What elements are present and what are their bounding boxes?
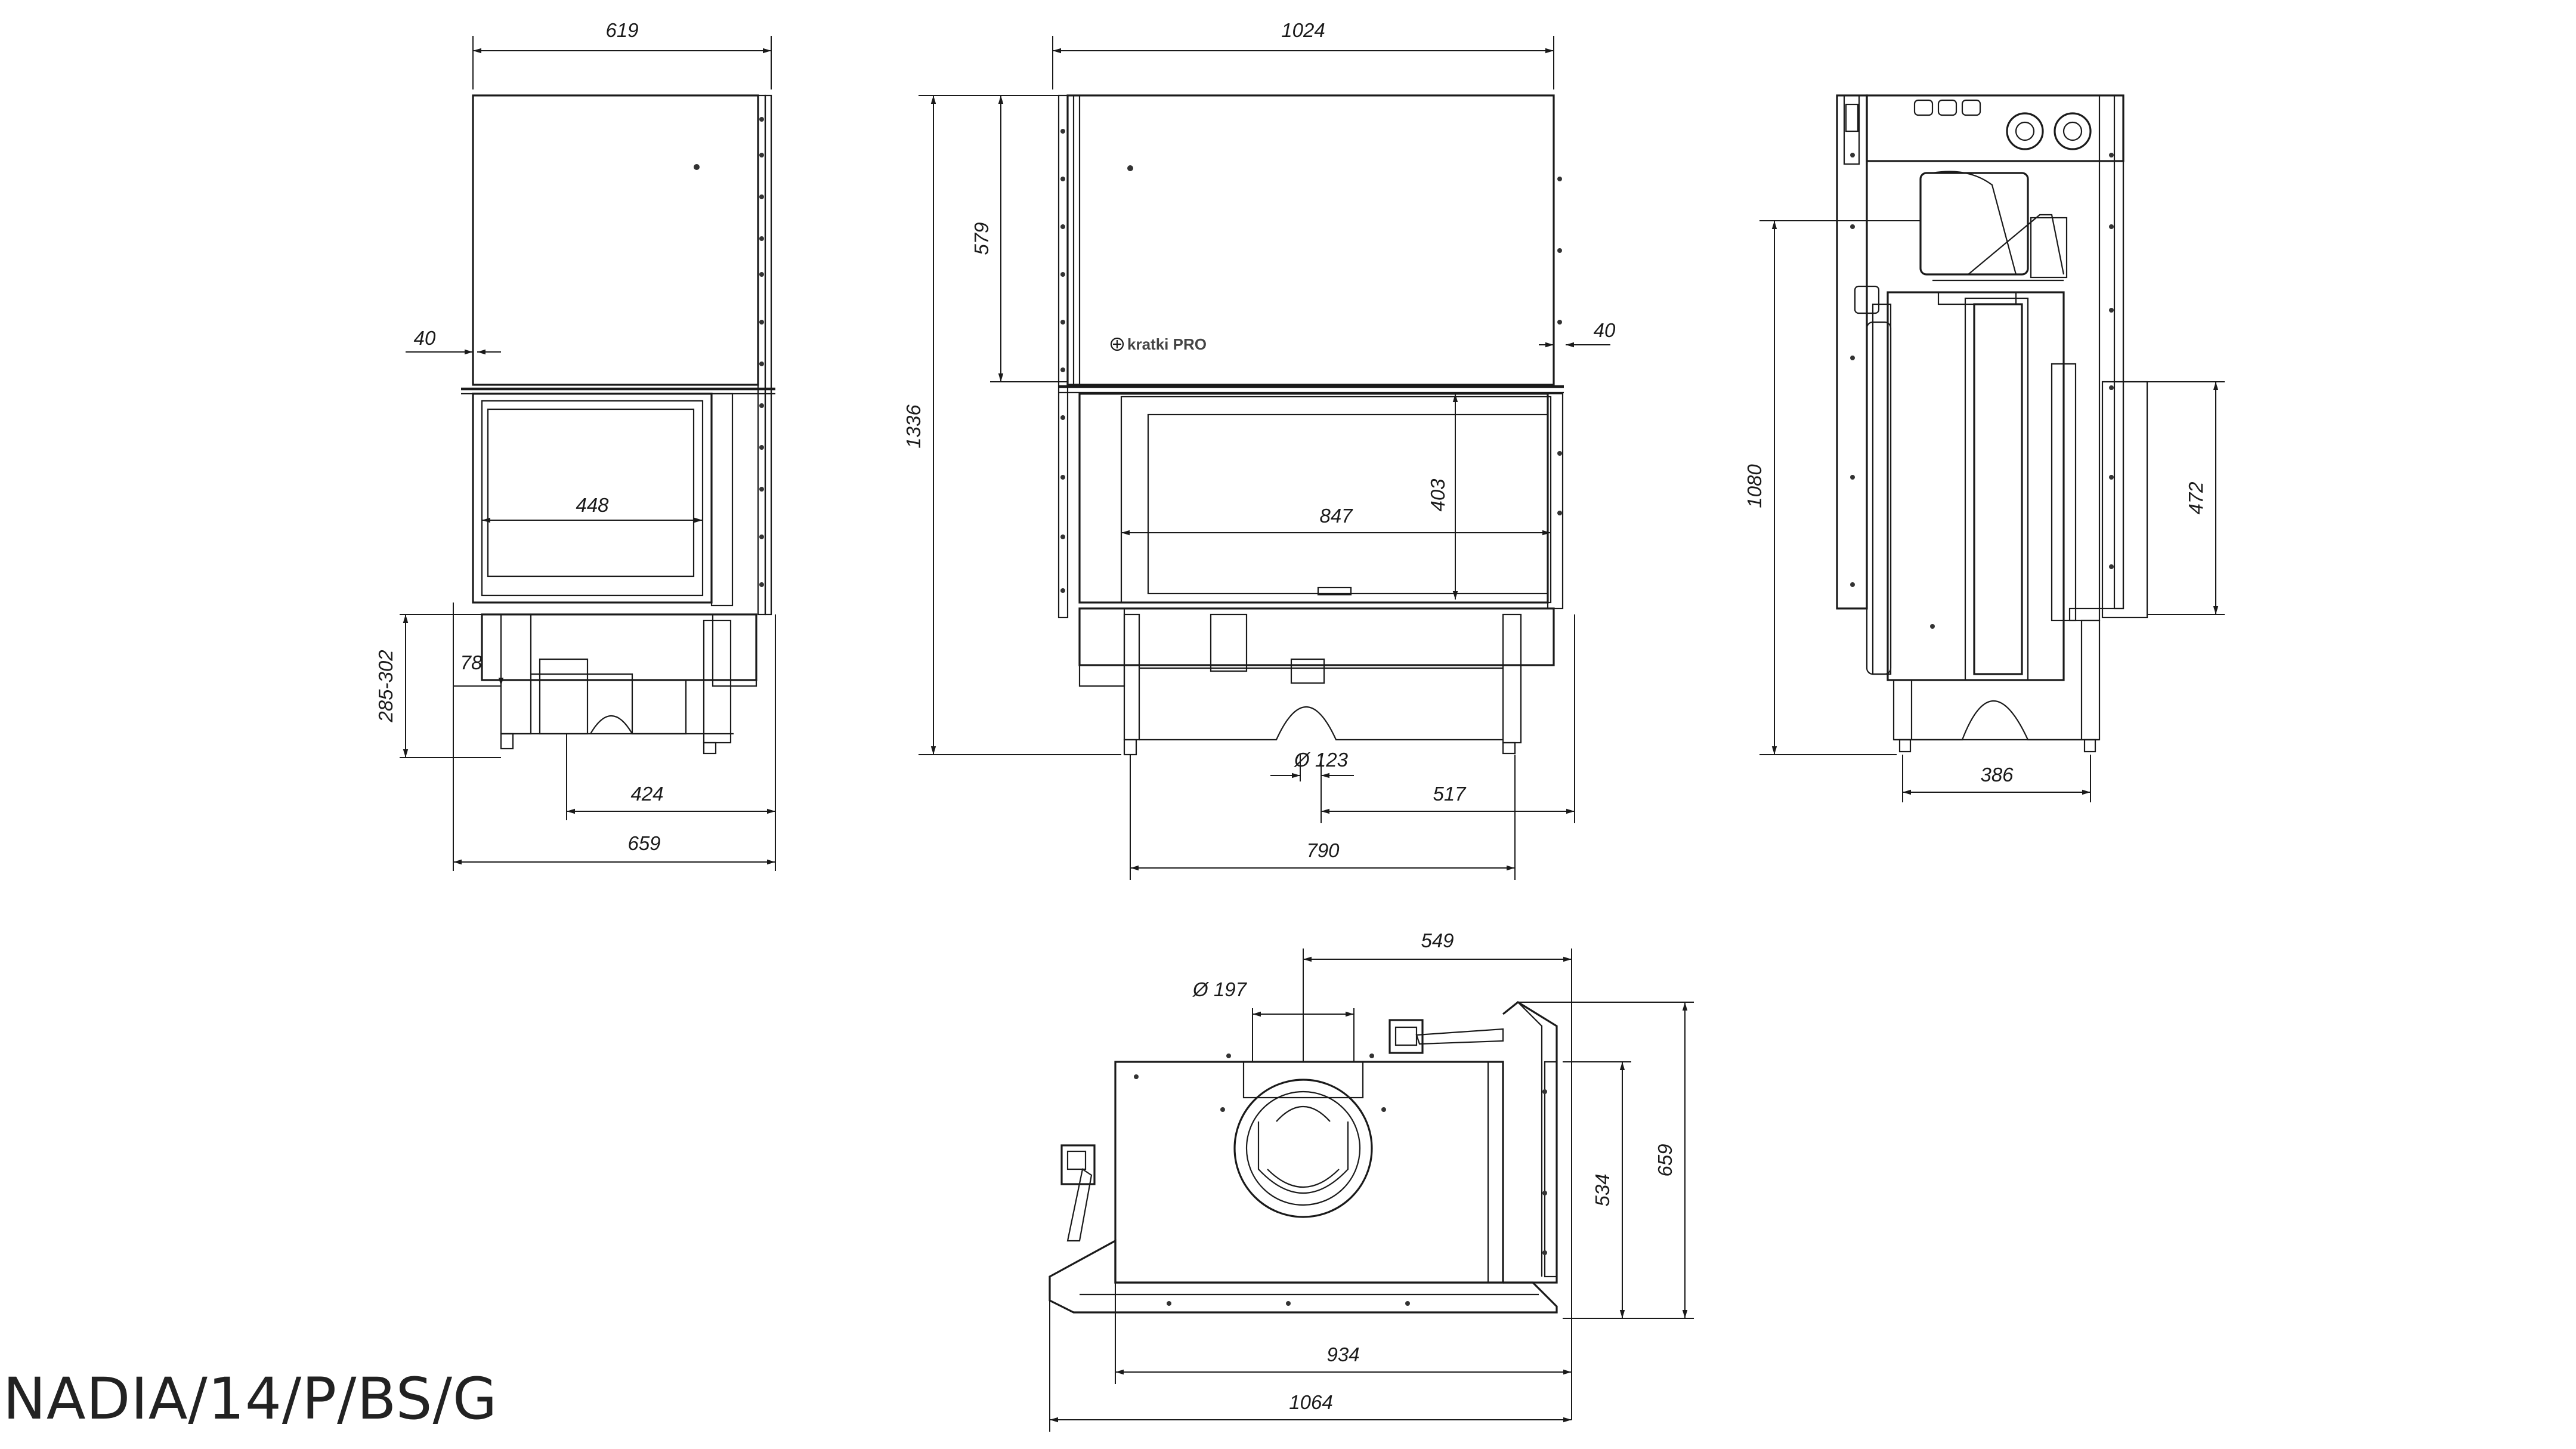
front-glass-height-label: 403 xyxy=(1427,478,1449,512)
top-inner-depth-label: 534 xyxy=(1591,1173,1613,1206)
rear-outlet-height-label: 1080 xyxy=(1743,464,1765,508)
front-flue-diameter-label: Ø 123 xyxy=(1294,749,1349,771)
top-inner-width-label: 934 xyxy=(1326,1343,1359,1365)
brand-text: kratki PRO xyxy=(1127,335,1207,353)
front-glass-width-label: 847 xyxy=(1319,505,1353,527)
front-total-height-label: 1336 xyxy=(902,404,924,449)
rear-base-width-label: 386 xyxy=(1980,764,2014,786)
rear-view: 1080 472 386 xyxy=(1743,94,2225,802)
front-width-top-label: 1024 xyxy=(1281,19,1325,41)
model-title: NADIA/14/P/BS/G xyxy=(3,1365,497,1432)
side-view: 619 40 448 285-302 78 424 659 xyxy=(375,19,776,871)
top-flue-diameter-label: Ø 197 xyxy=(1192,978,1248,1000)
top-flue-offset-label: 549 xyxy=(1421,929,1454,951)
front-flue-offset-label: 517 xyxy=(1433,783,1467,805)
brand-logo: kratki PRO xyxy=(1110,335,1207,353)
rear-vent-height-label: 472 xyxy=(2185,481,2207,514)
side-leg-height-label: 285-302 xyxy=(375,650,397,722)
side-foot-offset-label: 78 xyxy=(460,651,483,673)
front-hood-height-label: 579 xyxy=(970,222,992,255)
front-view: kratki PRO 1024 579 133 xyxy=(902,19,1616,880)
side-base-depth-label: 424 xyxy=(630,783,663,805)
top-total-depth-label: 659 xyxy=(1654,1144,1676,1176)
side-frame-offset-label: 40 xyxy=(414,327,436,349)
side-width-top-label: 619 xyxy=(605,19,638,41)
side-total-depth-label: 659 xyxy=(627,832,660,854)
top-total-width-label: 1064 xyxy=(1289,1391,1332,1413)
front-frame-offset-label: 40 xyxy=(1594,319,1616,341)
side-glass-width-label: 448 xyxy=(576,494,609,516)
front-base-width-label: 790 xyxy=(1306,839,1340,861)
top-view: 549 Ø 197 534 659 934 1064 xyxy=(1049,929,1694,1432)
